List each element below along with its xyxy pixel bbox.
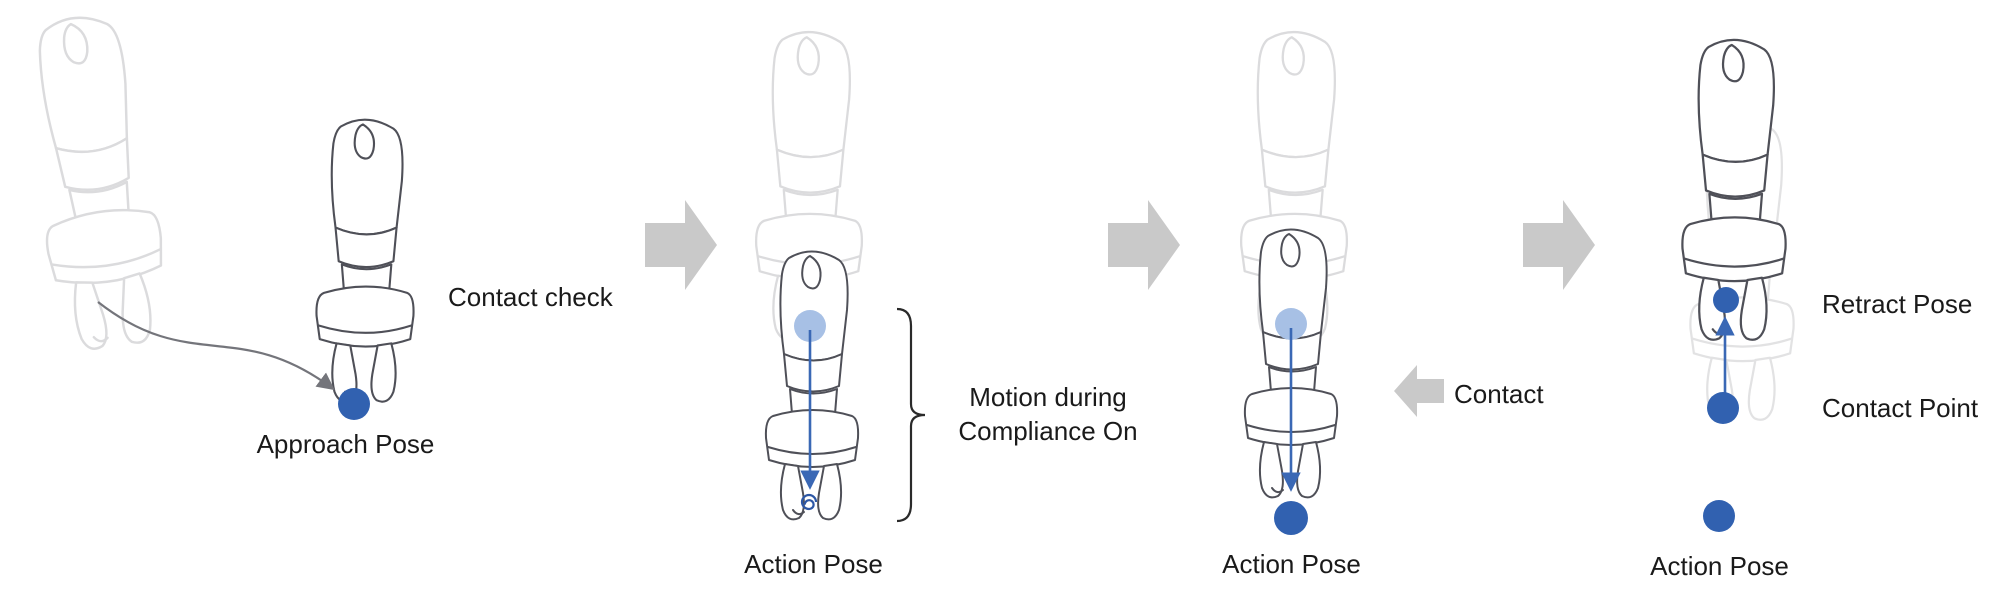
curved-arrow-icon — [97, 301, 335, 391]
action-pose-label: Action Pose — [1222, 549, 1361, 579]
approach-pose-dot — [338, 388, 370, 420]
spiral-mark — [800, 493, 818, 511]
action-pose-dot — [1274, 501, 1308, 535]
block-arrow-left-icon — [1394, 365, 1444, 417]
motion-arrow — [1281, 328, 1301, 492]
action-pose-label: Action Pose — [744, 549, 883, 579]
compliance-note: Motion during Compliance On — [938, 380, 1158, 448]
compliance-note-line1: Motion during — [969, 382, 1127, 412]
action-pose-dot — [1703, 500, 1735, 532]
contact-point-dot — [1707, 392, 1739, 424]
approach-pose-label: Approach Pose — [256, 429, 435, 459]
curly-brace-icon — [896, 307, 926, 523]
action-pose-label: Action Pose — [1650, 551, 1789, 581]
contact-point-label: Contact Point — [1822, 393, 1979, 423]
block-arrow-right-icon — [645, 200, 717, 290]
compliance-motion-arrow — [800, 330, 820, 511]
compliance-note-line2: Compliance On — [958, 416, 1138, 446]
block-arrow-right-icon — [1523, 200, 1595, 290]
retract-pose-label: Retract Pose — [1822, 289, 1973, 319]
contact-check-label: Contact check — [448, 282, 613, 312]
retract-pose-dot — [1713, 287, 1739, 313]
contact-label: Contact — [1454, 379, 1544, 409]
block-arrow-right-icon — [1108, 200, 1180, 290]
